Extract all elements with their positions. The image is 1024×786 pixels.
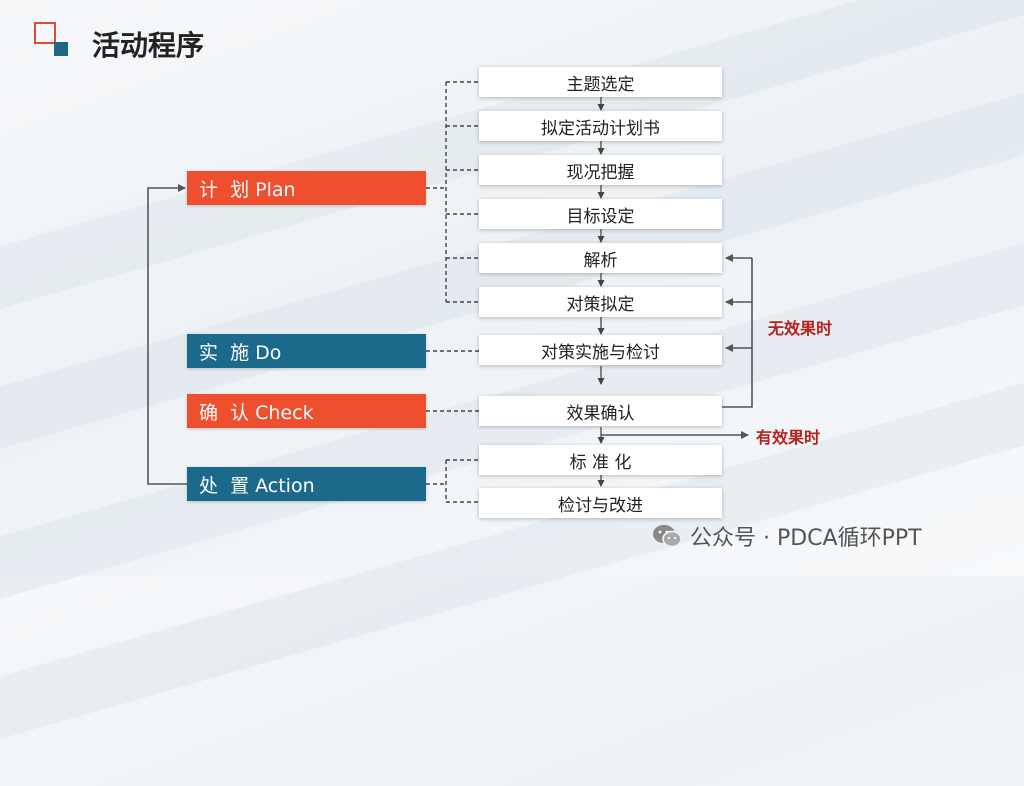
action-to-plan-loop: [147, 184, 187, 485]
step-standardization: 标 准 化: [479, 445, 722, 475]
wechat-icon: [653, 525, 682, 548]
step-current-status: 现况把握: [479, 155, 722, 185]
step-topic-selection: 主题选定: [479, 67, 722, 97]
no-effect-label: 无效果时: [768, 319, 833, 338]
step-goal-setting: 目标设定: [479, 199, 722, 229]
step-review-improvement: 检讨与改进: [479, 488, 722, 518]
step-countermeasure-planning: 对策拟定: [479, 287, 722, 317]
flow-connectors: [147, 81, 753, 503]
page-title: 活动程序: [92, 29, 205, 62]
title-logo-icon: [34, 22, 70, 58]
footer-watermark: 公众号 · PDCA循环PPT: [652, 520, 922, 552]
phase-action: 处 置 Action: [187, 467, 426, 501]
phase-do: 实 施 Do: [187, 334, 426, 368]
step-activity-plan: 拟定活动计划书: [479, 111, 722, 141]
phase-brackets: [426, 81, 479, 503]
footer-text: 公众号 · PDCA循环PPT: [690, 526, 922, 551]
no-effect-loop: [722, 254, 753, 408]
step-effect-confirmation: 效果确认: [479, 396, 722, 426]
step-analysis: 解析: [479, 243, 722, 273]
phase-check: 确 认 Check: [187, 394, 426, 428]
phase-plan: 计 划 Plan: [187, 171, 426, 205]
effective-label: 有效果时: [756, 428, 821, 447]
step-countermeasure-implementation: 对策实施与检讨: [479, 335, 722, 365]
